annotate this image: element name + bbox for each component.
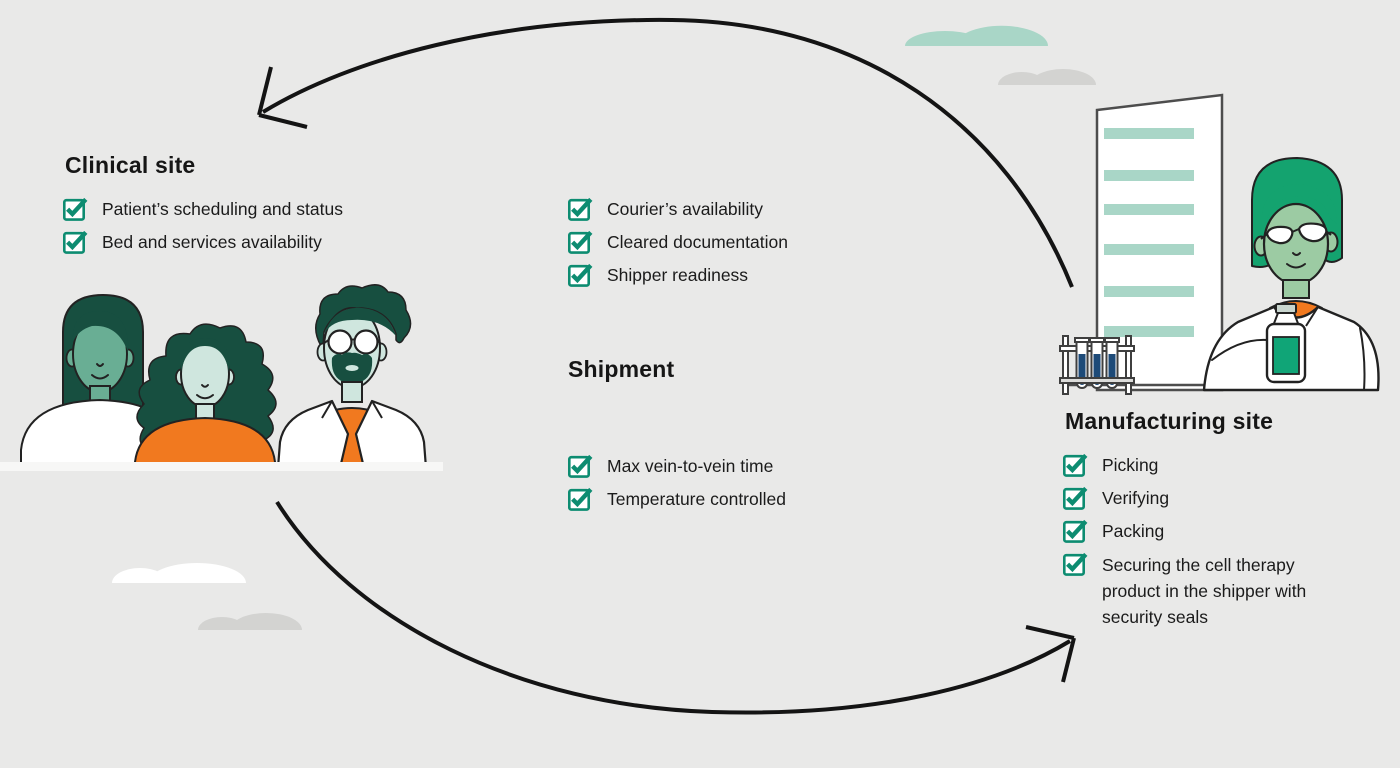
cycle-arrow-to-clinical-icon: [257, 17, 1074, 288]
cloud-gray-bottom: [198, 613, 302, 630]
checkbox-checked-icon: [567, 263, 593, 287]
checklist-item-label: Packing: [1102, 521, 1165, 541]
clinical-checklist: Patient’s scheduling and status Bed and …: [62, 197, 343, 263]
checklist-item: Shipper readiness: [567, 263, 788, 287]
checklist-item: Bed and services availability: [62, 230, 343, 254]
checkbox-checked-icon: [1062, 552, 1088, 576]
bottle: [1265, 303, 1307, 384]
pre-shipment-checklist: Courier’s availability Cleared documenta…: [567, 197, 788, 296]
checkbox-checked-icon: [62, 197, 88, 221]
cloud-gray-top: [998, 69, 1096, 85]
checkbox-checked-icon: [567, 230, 593, 254]
building: [1095, 93, 1224, 392]
shipment-checklist: Max vein-to-vein time Temperature contro…: [567, 454, 786, 520]
checklist-item: Cleared documentation: [567, 230, 788, 254]
manufacturing-illustration: [1059, 93, 1380, 395]
checklist-item-label: Patient’s scheduling and status: [102, 199, 343, 219]
checklist-item-label: Courier’s availability: [607, 199, 763, 219]
clinical-site-title: Clinical site: [65, 152, 196, 178]
cycle-arrow-to-manufacturing-icon: [275, 500, 1076, 715]
checklist-item-label: Verifying: [1102, 488, 1170, 508]
round-glasses-icon: [322, 329, 382, 355]
checklist-item-label: Cleared documentation: [607, 232, 788, 252]
doctor: [276, 284, 428, 470]
checklist-item: Patient’s scheduling and status: [62, 197, 343, 221]
shipment-title: Shipment: [568, 356, 675, 382]
cloud-white-bottom: [112, 563, 246, 583]
checkbox-checked-icon: [1062, 486, 1088, 510]
checklist-item-label: Temperature controlled: [607, 489, 786, 509]
ground-strip: [0, 462, 443, 471]
checklist-item-label: Max vein-to-vein time: [607, 456, 774, 476]
clinical-people-illustration: [20, 284, 428, 470]
manufacturing-site-title: Manufacturing site: [1065, 408, 1274, 434]
checklist-item: Courier’s availability: [567, 197, 788, 221]
cloud-mint-top: [905, 25, 1048, 46]
manufacturing-checklist: Picking Verifying Packing Securing the c…: [1062, 453, 1337, 639]
test-tube-rack: [1059, 335, 1135, 395]
scientist: [1202, 157, 1380, 392]
checklist-item-label: Picking: [1102, 455, 1159, 475]
checklist-item: Picking: [1062, 453, 1337, 477]
checklist-item: Securing the cell therapy product in the…: [1062, 552, 1337, 630]
checkbox-checked-icon: [1062, 519, 1088, 543]
checkbox-checked-icon: [1062, 453, 1088, 477]
checkbox-checked-icon: [567, 454, 593, 478]
patient-2: [134, 323, 277, 469]
checklist-item-label: Securing the cell therapy product in the…: [1102, 555, 1307, 627]
checklist-item: Max vein-to-vein time: [567, 454, 786, 478]
patient-1: [20, 294, 180, 469]
checklist-item: Verifying: [1062, 486, 1337, 510]
glasses-icon: [1260, 222, 1332, 245]
checklist-item-label: Shipper readiness: [607, 265, 749, 285]
checklist-item: Temperature controlled: [567, 487, 786, 511]
checklist-item-label: Bed and services availability: [102, 232, 322, 252]
checkbox-checked-icon: [62, 230, 88, 254]
checklist-item: Packing: [1062, 519, 1337, 543]
checkbox-checked-icon: [567, 197, 593, 221]
checkbox-checked-icon: [567, 487, 593, 511]
